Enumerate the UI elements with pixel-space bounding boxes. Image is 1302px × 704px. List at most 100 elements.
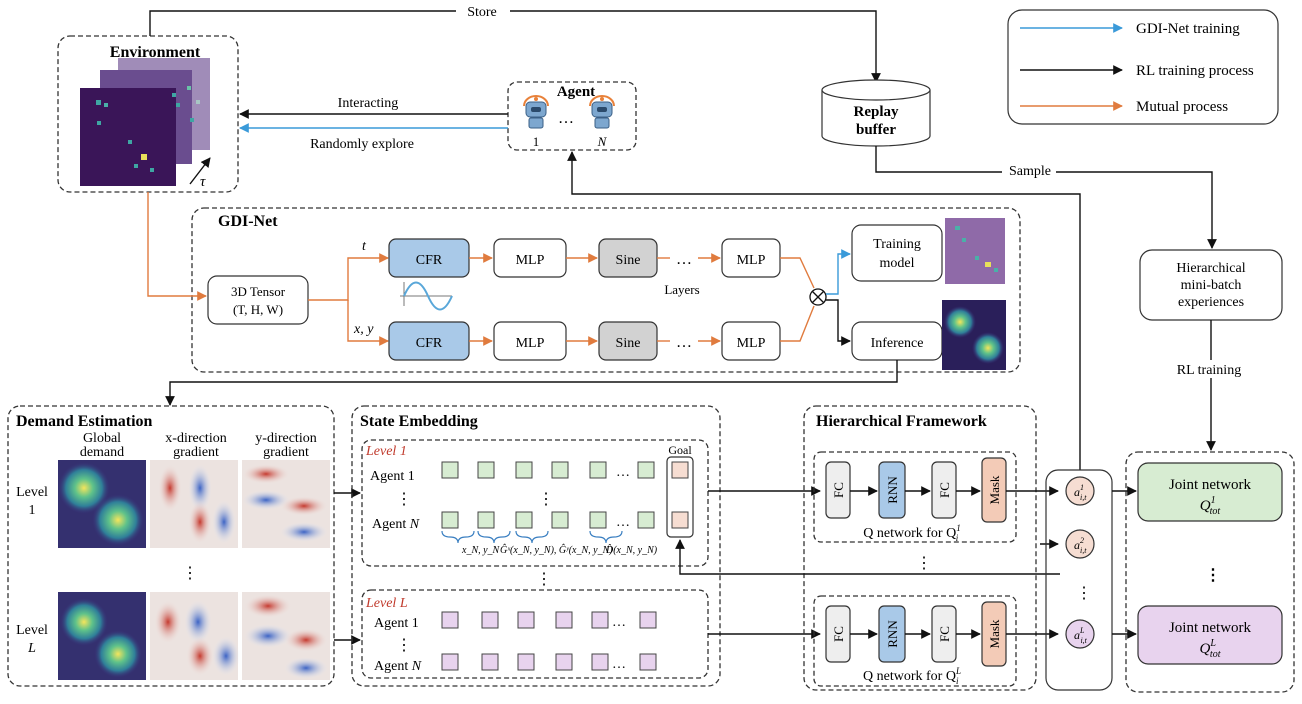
tensor-to-cfr-bottom — [347, 300, 389, 346]
batch-line1: Hierarchical — [1176, 261, 1245, 276]
col3-line2: gradient — [263, 445, 309, 460]
rl-training-label: RL training — [1177, 363, 1241, 378]
replay-line2: buffer — [856, 122, 896, 138]
level1-tag: Level 1 — [365, 444, 407, 459]
inference-heatmap — [942, 300, 1006, 370]
hier-title: Hierarchical Framework — [816, 413, 987, 430]
robot-icon — [523, 95, 549, 129]
cells-ellipsis-2: … — [616, 515, 630, 530]
policy-feedback-arrow — [567, 151, 1081, 470]
demand-estimation-box: Demand Estimation Global demand x-direct… — [7, 405, 335, 687]
feature-demand-label: D̂(x_N, y_N) — [605, 543, 658, 556]
mask-top: Mask — [987, 475, 1002, 504]
agent1-label-lL: Agent 1 — [374, 616, 419, 631]
env-to-tensor-arrow — [147, 192, 207, 301]
environment-heatmap-dots — [96, 86, 200, 172]
joint-label-L: Joint network — [1169, 620, 1252, 636]
mask-bottom: Mask — [987, 619, 1002, 648]
demand-vdots: ⋮ — [182, 565, 198, 582]
goal-feedback-arrow — [675, 539, 1060, 575]
feature-gradient-label: Ĝˣ(x_N, y_N), Ĝʸ(x_N, y_N) — [500, 544, 613, 556]
batch-line3: experiences — [1178, 295, 1244, 310]
store-label: Store — [467, 5, 497, 20]
cfr-top: CFR — [416, 253, 443, 268]
robot-icon — [589, 95, 615, 129]
x-gradient-heatmap-level1 — [150, 460, 238, 548]
batch-line2: mini-batch — [1181, 278, 1242, 293]
joint-vdots: ⋮ — [1205, 567, 1221, 584]
environment-title: Environment — [110, 44, 201, 61]
interacting-label: Interacting — [338, 96, 399, 111]
replay-line1: Replay — [854, 104, 900, 120]
top-ellipsis: … — [676, 251, 692, 268]
action-vdots: ⋮ — [1076, 585, 1092, 602]
demand-title: Demand Estimation — [16, 413, 153, 430]
agent-first-index: 1 — [533, 134, 540, 149]
y-gradient-heatmap-levelL — [242, 592, 330, 680]
levels-vdots: ⋮ — [536, 571, 552, 588]
time-tau-label: τ — [200, 174, 206, 190]
cells-ellipsis-3: … — [612, 615, 626, 630]
fc-bottom-1: FC — [831, 626, 846, 642]
gdinet-title: GDI-Net — [218, 213, 278, 230]
col2-line1: x-direction — [165, 431, 226, 446]
global-demand-heatmap-levelL — [58, 592, 146, 680]
fc-bottom-2: FC — [937, 626, 952, 642]
agent-box: Agent … 1 N — [507, 81, 637, 151]
training-heatmap — [945, 218, 1005, 284]
tensor-line2: (T, H, W) — [233, 302, 283, 317]
global-demand-heatmap-level1 — [58, 460, 146, 548]
mlp-top-1: MLP — [516, 253, 545, 268]
col1-line1: Global — [83, 431, 121, 446]
joint-label-1: Joint network — [1169, 477, 1252, 493]
inference-label: Inference — [871, 336, 924, 351]
col3-line1: y-direction — [255, 431, 316, 446]
agent-vdots-lL: ⋮ — [396, 637, 412, 654]
feature-cells-level1 — [441, 461, 655, 529]
fc-top-2: FC — [937, 482, 952, 498]
action-node-2 — [1065, 529, 1095, 559]
bottom-ellipsis: … — [676, 334, 692, 351]
goal-column: Goal — [666, 443, 694, 538]
gdinet-box: GDI-Net — [191, 207, 1021, 373]
agentN-label-l1: Agent N — [372, 517, 420, 532]
hierarchical-batch-box: Hierarchical mini-batch experiences — [1139, 249, 1283, 321]
product-operator-icon — [809, 288, 827, 306]
inference-to-demand-arrow — [165, 360, 898, 406]
fc-top-1: FC — [831, 482, 846, 498]
level1-line2: 1 — [29, 503, 36, 518]
rnn-top: RNN — [885, 476, 900, 504]
feature-cells-levelL — [441, 611, 657, 671]
cells-ellipsis-1: … — [616, 465, 630, 480]
sine-wave-icon — [400, 281, 453, 311]
sample-label: Sample — [1009, 164, 1051, 179]
levelL-line2: L — [27, 641, 36, 656]
agentN-label-lL: Agent N — [374, 659, 422, 674]
tensor-to-cfr-top — [308, 253, 389, 301]
legend-rl-label: RL training process — [1136, 63, 1254, 79]
training-line2: model — [880, 256, 915, 271]
mlp-bottom-1: MLP — [516, 336, 545, 351]
state-embedding-box: State Embedding Level 1 Agent 1 ⋮ Agent … — [351, 405, 721, 687]
levelL-line1: Level — [16, 623, 48, 638]
training-line1: Training — [873, 237, 921, 252]
agent1-label-l1: Agent 1 — [370, 469, 415, 484]
col1-line2: demand — [80, 445, 124, 460]
level1-line1: Level — [16, 485, 48, 500]
t-label: t — [362, 239, 367, 254]
rnn-bottom: RNN — [885, 620, 900, 648]
goal-label: Goal — [668, 443, 692, 457]
sine-top: Sine — [616, 253, 641, 268]
action-node-1 — [1065, 476, 1095, 506]
cells-vdots-l1: ⋮ — [538, 491, 554, 508]
legend-mutual-label: Mutual process — [1136, 99, 1228, 115]
legend-gdi-label: GDI-Net training — [1136, 21, 1240, 37]
mlp-bottom-2: MLP — [737, 336, 766, 351]
